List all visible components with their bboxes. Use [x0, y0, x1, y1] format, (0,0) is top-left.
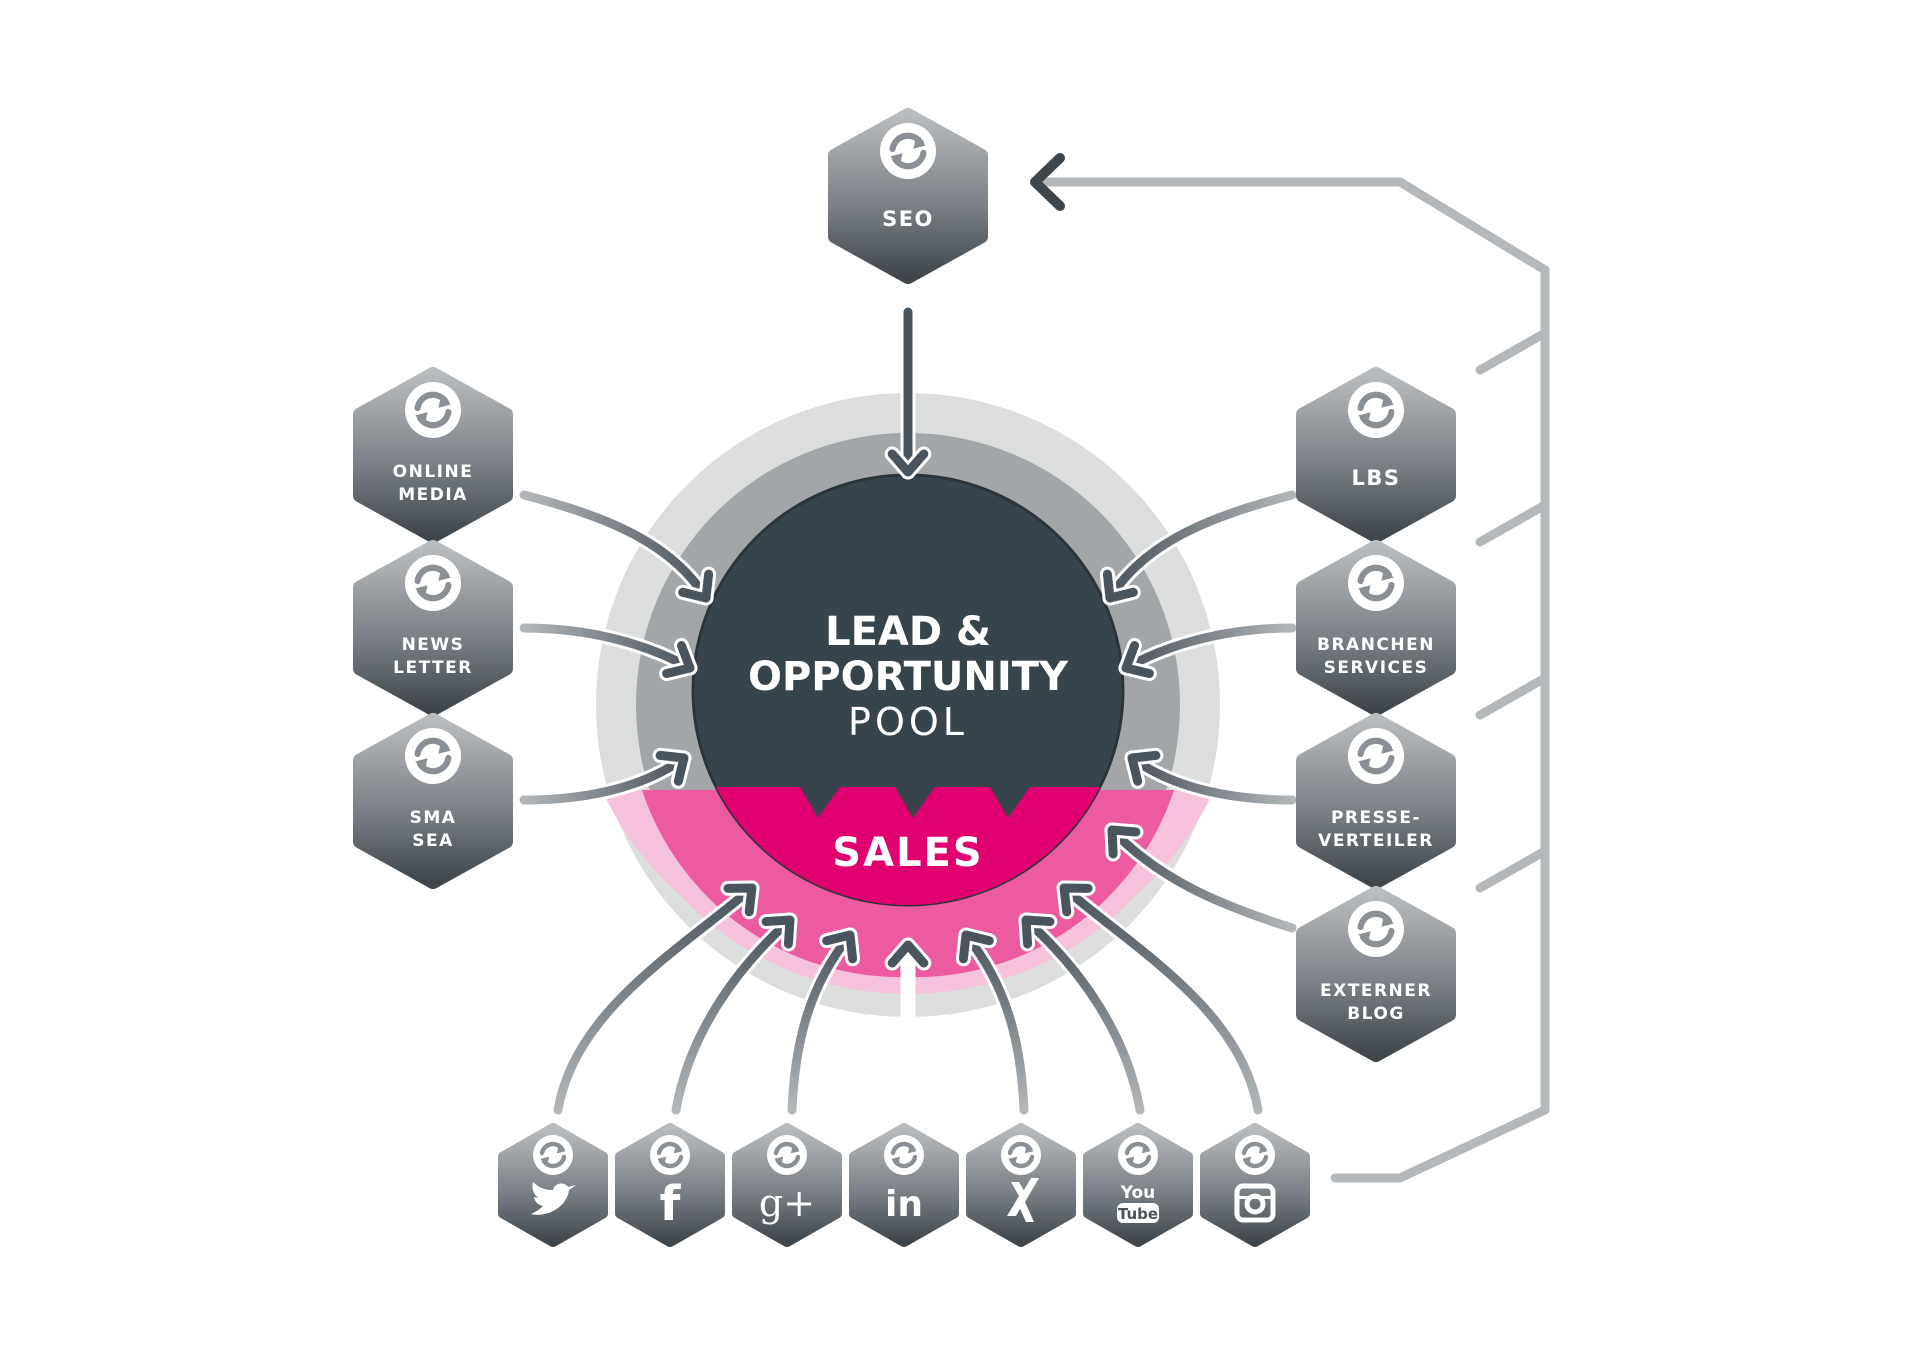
arrow-twitter: [550, 880, 760, 1118]
node-linkedin: in: [849, 1123, 959, 1247]
node-label: EXTERNER: [1320, 981, 1432, 1001]
arrow-presseverteiler: [1124, 747, 1300, 808]
refresh-icon: [1348, 728, 1404, 784]
arrow-instagram: [1056, 880, 1266, 1118]
refresh-icon: [880, 123, 936, 179]
refresh-icon: [650, 1135, 690, 1175]
node-externer-blog: EXTERNER BLOG: [1296, 886, 1456, 1062]
pool-title-line3: POOL: [848, 700, 968, 744]
node-lbs: LBS: [1296, 367, 1456, 543]
arrow-online-media: [516, 487, 717, 606]
node-label: NEWS: [402, 635, 465, 655]
refresh-icon: [1001, 1135, 1041, 1175]
refresh-icon: [1348, 901, 1404, 957]
node-label: VERTEILER: [1318, 831, 1434, 851]
arrow-seo: [884, 304, 932, 480]
refresh-icon: [767, 1135, 807, 1175]
refresh-icon: [405, 728, 461, 784]
node-google-plus: g+: [732, 1123, 842, 1247]
refresh-icon: [533, 1135, 573, 1175]
node-presseverteiler: PRESSE- VERTEILER: [1296, 713, 1456, 889]
channel-nodes: SEO ONLINE MEDIA NEWS LETTER SMA SEA LBS BRANCHE…: [353, 108, 1456, 1247]
node-label: BRANCHEN: [1317, 635, 1435, 655]
feedback-line: [1030, 153, 1550, 1183]
svg-text:g+: g+: [759, 1181, 815, 1225]
node-instagram: [1200, 1123, 1310, 1247]
arrow-lbs: [1099, 487, 1300, 606]
sales-label: SALES: [832, 830, 983, 876]
node-label: PRESSE-: [1331, 808, 1421, 828]
node-xing: [966, 1123, 1076, 1247]
node-label: SEA: [412, 831, 454, 851]
refresh-icon: [884, 1135, 924, 1175]
refresh-icon: [1235, 1135, 1275, 1175]
arrow-facebook: [668, 912, 798, 1118]
node-newsletter: NEWS LETTER: [353, 540, 513, 716]
arrow-youtube: [1018, 912, 1148, 1118]
youtube-you: You: [1120, 1183, 1156, 1203]
node-label: LBS: [1351, 466, 1400, 490]
refresh-icon: [405, 555, 461, 611]
refresh-icon: [1348, 382, 1404, 438]
node-label: ONLINE: [393, 462, 474, 482]
arrow-sma-sea: [516, 747, 692, 808]
node-online-media: ONLINE MEDIA: [353, 367, 513, 543]
google-plus-icon: g+: [759, 1181, 815, 1225]
linkedin-icon: in: [885, 1184, 923, 1225]
arrow-linkedin: [884, 937, 932, 1118]
refresh-icon: [1348, 555, 1404, 611]
youtube-tube: Tube: [1118, 1205, 1158, 1223]
xing-icon: [1007, 1178, 1039, 1222]
svg-text:in: in: [885, 1184, 923, 1225]
arrow-externer-blog: [1104, 822, 1300, 936]
node-label: SEO: [882, 207, 934, 231]
node-label: LETTER: [393, 658, 473, 678]
node-label: BLOG: [1347, 1004, 1405, 1024]
facebook-icon: f: [660, 1176, 682, 1232]
refresh-icon: [405, 382, 461, 438]
node-twitter: [498, 1123, 608, 1247]
arrows: [516, 304, 1300, 1118]
svg-text:f: f: [660, 1176, 682, 1232]
pool-title-line1: LEAD &: [825, 609, 991, 655]
arrow-xing: [955, 927, 1032, 1118]
node-label: SMA: [410, 808, 457, 828]
node-branchen-services: BRANCHEN SERVICES: [1296, 540, 1456, 716]
arrow-branchen-services: [1118, 620, 1300, 682]
node-label: MEDIA: [398, 485, 468, 505]
refresh-icon: [1118, 1135, 1158, 1175]
node-label: SERVICES: [1324, 658, 1429, 678]
instagram-icon: [1234, 1183, 1276, 1223]
arrow-newsletter: [516, 620, 698, 682]
twitter-icon: [531, 1182, 576, 1215]
pool-title-line2: OPPORTUNITY: [748, 654, 1069, 700]
node-sma-sea: SMA SEA: [353, 713, 513, 889]
node-seo: SEO: [828, 108, 988, 284]
node-facebook: f: [615, 1123, 725, 1247]
arrow-google-plus: [784, 927, 861, 1118]
